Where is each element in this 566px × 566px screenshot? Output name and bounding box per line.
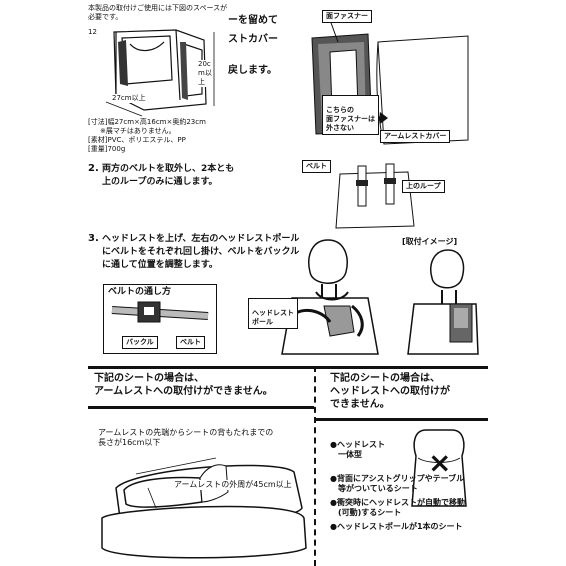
bag-dimension-drawing <box>105 29 215 117</box>
armrest-warning-heading: 下記のシートの場合は、 アームレストへの取付けができません。 <box>94 373 273 397</box>
dim-height: 20cm以上 <box>198 60 212 87</box>
armrest-seat-drawing <box>101 457 307 559</box>
dim-width: 27cm以上 <box>112 94 146 103</box>
headrest-condition-list: ●ヘッドレスト 一体型 ●背面にアシストグリップやテーブル 等がついているシート… <box>330 440 490 532</box>
section-divider-top <box>88 366 488 369</box>
step2-number: 2. <box>88 163 99 174</box>
install-image-title: [取付イメージ] <box>402 237 458 246</box>
armrest-length-condition: アームレストの先端からシートの背もたれまでの 長さが16cm以下 <box>98 428 274 447</box>
condition-item: ●背面にアシストグリップやテーブル <box>330 474 465 483</box>
condition-item: 一体型 <box>338 450 362 459</box>
spec-row: ※展マチはありません。 <box>100 127 176 135</box>
step2-text: 両方のベルトを取外し、2本とも 上のループのみに通します。 <box>102 164 235 187</box>
label-buckle: バックル <box>122 336 158 349</box>
belt-threading-title: ベルトの通し方 <box>108 287 172 297</box>
buckle-drawing <box>111 301 209 323</box>
armrest-outer-condition: アームレストの外周が45cm以上 <box>174 480 292 490</box>
condition-item: ●衝突時にヘッドレストが自動で移動 <box>330 498 465 507</box>
label-fastener: 面ファスナー <box>322 10 372 23</box>
condition-item: ●ヘッドレストポールが1本のシート <box>330 522 463 531</box>
headrest-install-drawing <box>281 239 379 355</box>
condition-item: 等がついているシート <box>338 484 418 493</box>
condition-item: ●ヘッドレスト <box>330 440 385 449</box>
label-fastener-note: こちらの 面ファスナーは 外さない <box>322 95 379 135</box>
belt-loop-drawing <box>335 163 415 229</box>
step1-text: ーを留めて ストカバー 戻します。 <box>228 15 278 76</box>
spec-row: [素材]PVC、ポリエステル、PP <box>88 136 186 144</box>
label-belt: ベルト <box>302 160 331 173</box>
cross-mark: × <box>428 446 452 479</box>
label-upper-loop: 上のループ <box>402 180 445 193</box>
dim-depth: 12 <box>88 28 97 36</box>
heading-underline-left <box>88 406 314 409</box>
spec-row: [重量]700g <box>88 145 126 153</box>
space-note-line1: 本製品の取付けご使用には下図のスペースが <box>88 4 228 12</box>
spec-row: [寸法]幅27cm×高16cm×奥約23cm <box>88 118 206 126</box>
space-note: 本製品の取付けご使用には下図のスペースが 必要です。 <box>88 4 248 22</box>
spec-list: [寸法]幅27cm×高16cm×奥約23cm ※展マチはありません。 [素材]P… <box>88 118 248 154</box>
label-belt-strap: ベルト <box>176 336 205 349</box>
step3-number: 3. <box>88 233 99 244</box>
condition-item: (可動)するシート <box>338 508 402 517</box>
section-divider-vertical <box>314 366 316 566</box>
belt-threading-panel <box>103 284 217 354</box>
integrated-headrest-drawing <box>411 429 467 507</box>
heading-underline-right <box>316 418 488 421</box>
install-image-drawing <box>407 249 479 355</box>
space-note-line2: 必要です。 <box>88 13 123 21</box>
headrest-warning-heading: 下記のシートの場合は、 ヘッドレストへの取付けが できません。 <box>330 373 450 410</box>
label-headrest-pole: ヘッドレスト ポール <box>248 298 298 329</box>
label-armrest-cover: アームレストカバー <box>380 130 451 143</box>
step3-text: ヘッドレストを上げ、左右のヘッドレストポール にベルトをそれぞれ回し掛け、ベルト… <box>102 234 300 270</box>
